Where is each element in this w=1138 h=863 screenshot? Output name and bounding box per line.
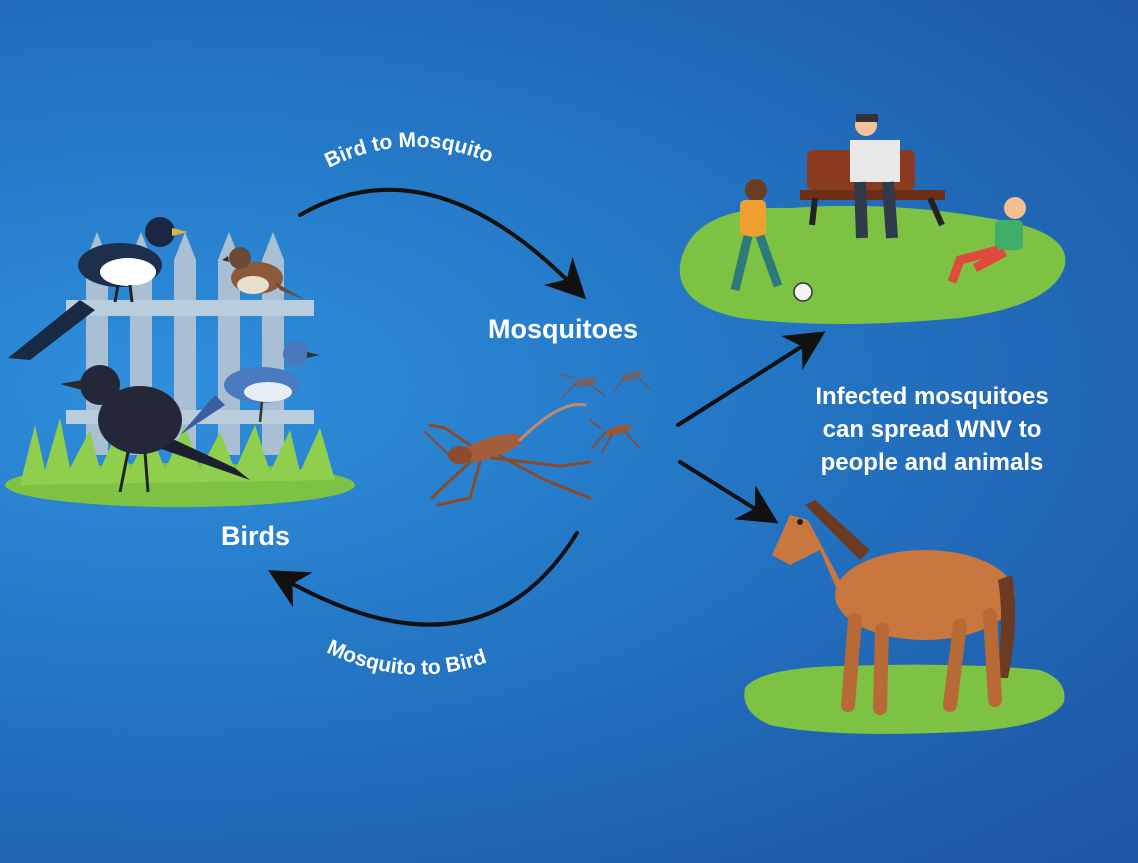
arrow-mosquito-to-bird (268, 531, 579, 627)
svg-text:Bird to Mosquito: Bird to Mosquito (321, 129, 496, 173)
svg-text:Mosquito to Bird: Mosquito to Bird (324, 636, 489, 680)
infected-text-line-3: people and animals (820, 449, 1044, 476)
arrow-to-horse (678, 460, 779, 524)
node-label-birds: Birds (221, 521, 291, 551)
edge-label-mosquito-to-bird: Mosquito to Bird (324, 636, 489, 680)
mosquito-illustration (424, 370, 651, 507)
arrow-to-people (676, 331, 826, 427)
cycle-arrows (268, 187, 826, 627)
node-label-infected-mosquitoes: Infected mosquitoes can spread WNV to pe… (772, 380, 1092, 479)
node-label-mosquitoes: Mosquitoes (488, 314, 639, 344)
people-park-illustration (679, 114, 1066, 324)
infected-text-line-1: Infected mosquitoes (815, 383, 1049, 410)
birds-illustration (5, 217, 355, 507)
arrow-bird-to-mosquito (298, 187, 587, 300)
infected-text-line-2: can spread WNV to (822, 416, 1042, 443)
edge-label-bird-to-mosquito: Bird to Mosquito (321, 129, 496, 173)
horse-illustration (744, 500, 1065, 734)
